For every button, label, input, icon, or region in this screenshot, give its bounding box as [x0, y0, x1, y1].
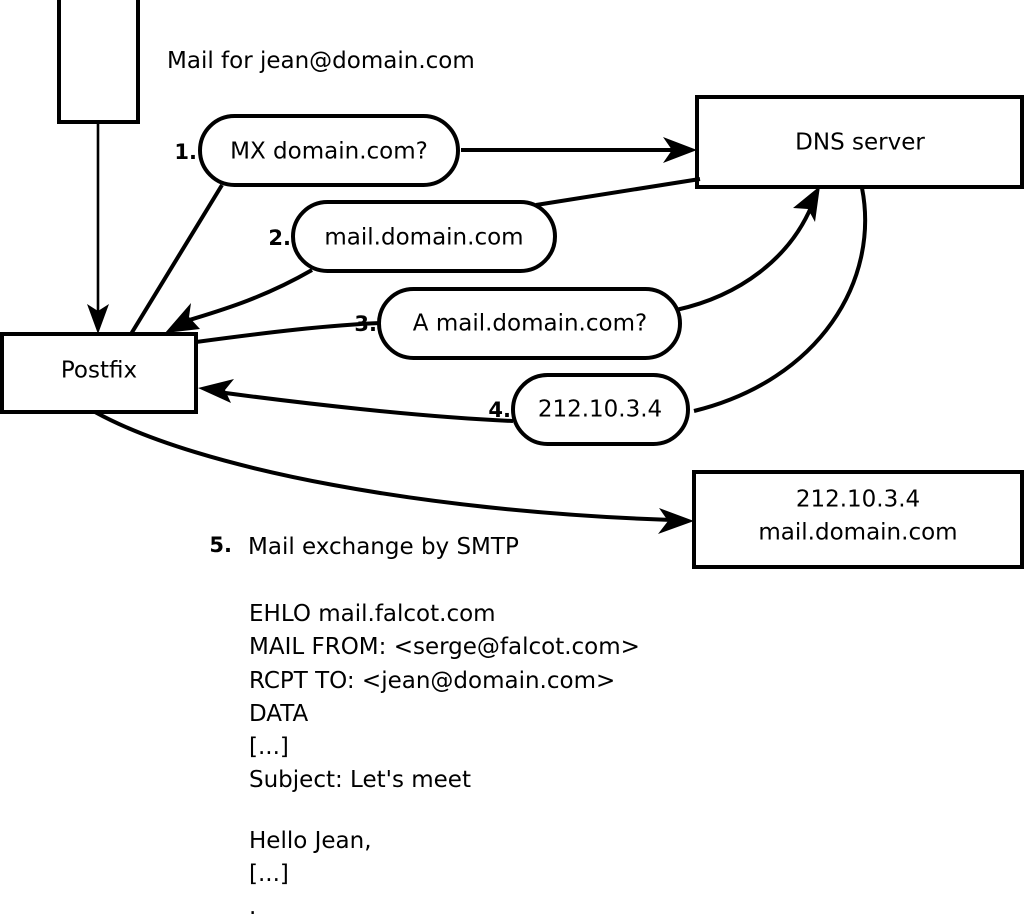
- mail-for-note: Mail for jean@domain.com: [167, 48, 475, 74]
- step-5-number: 5.: [209, 533, 232, 557]
- transcript-line-7: Hello Jean,: [249, 828, 372, 854]
- edge-step1-from-postfix: [129, 183, 224, 336]
- edge-step3-to-dns: [675, 204, 814, 312]
- step-1-number: 1.: [174, 140, 197, 164]
- arrowhead-step3-to-dns: [793, 186, 820, 222]
- step-3-bubble: [377, 287, 682, 360]
- step-2-label: mail.domain.com: [324, 225, 523, 251]
- arrowhead-source-to-postfix: [87, 304, 109, 334]
- edge-step4-to-postfix: [217, 390, 514, 423]
- destination-ip-label: 212.10.3.4: [796, 487, 920, 513]
- step-3-label: A mail.domain.com?: [413, 311, 647, 337]
- transcript-line-1: MAIL FROM: <serge@falcot.com>: [249, 634, 640, 660]
- edge-dns-to-step4: [693, 187, 868, 413]
- dns-server-label: DNS server: [795, 130, 925, 156]
- step-1-bubble: [198, 114, 460, 187]
- arrowhead-step1-to-dns: [663, 137, 697, 163]
- edge-dns-to-step2: [535, 177, 701, 207]
- step-3-number: 3.: [354, 312, 377, 336]
- step-4-number: 4.: [488, 398, 511, 422]
- postfix-label: Postfix: [61, 358, 137, 384]
- transcript-line-0: EHLO mail.falcot.com: [249, 601, 496, 627]
- edge-postfix-to-step3: [195, 321, 382, 344]
- destination-host-label: mail.domain.com: [758, 520, 957, 546]
- transcript-line-2: RCPT TO: <jean@domain.com>: [249, 668, 615, 694]
- edge-step2-to-postfix: [182, 268, 313, 324]
- dns-server-box: [695, 95, 1024, 189]
- postfix-box: [0, 332, 198, 414]
- step-5-label: Mail exchange by SMTP: [248, 534, 519, 560]
- step-1-label: MX domain.com?: [230, 139, 428, 165]
- transcript-line-8: [...]: [249, 861, 289, 887]
- step-2-bubble: [291, 200, 557, 273]
- edge-postfix-to-destination: [94, 410, 673, 522]
- arrowhead-step4-to-postfix: [198, 379, 234, 403]
- transcript-line-9: .: [249, 894, 256, 919]
- arrowhead-postfix-to-destination: [658, 508, 694, 534]
- step-4-label: 212.10.3.4: [538, 397, 662, 423]
- arrowhead-step2-to-postfix: [165, 303, 200, 333]
- step-2-number: 2.: [268, 226, 291, 250]
- transcript-line-5: Subject: Let's meet: [249, 767, 471, 793]
- source-client-box: [57, 0, 140, 124]
- destination-server-box: [692, 470, 1024, 569]
- step-4-bubble: [511, 373, 690, 446]
- transcript-line-4: [...]: [249, 734, 289, 760]
- transcript-line-3: DATA: [249, 701, 309, 727]
